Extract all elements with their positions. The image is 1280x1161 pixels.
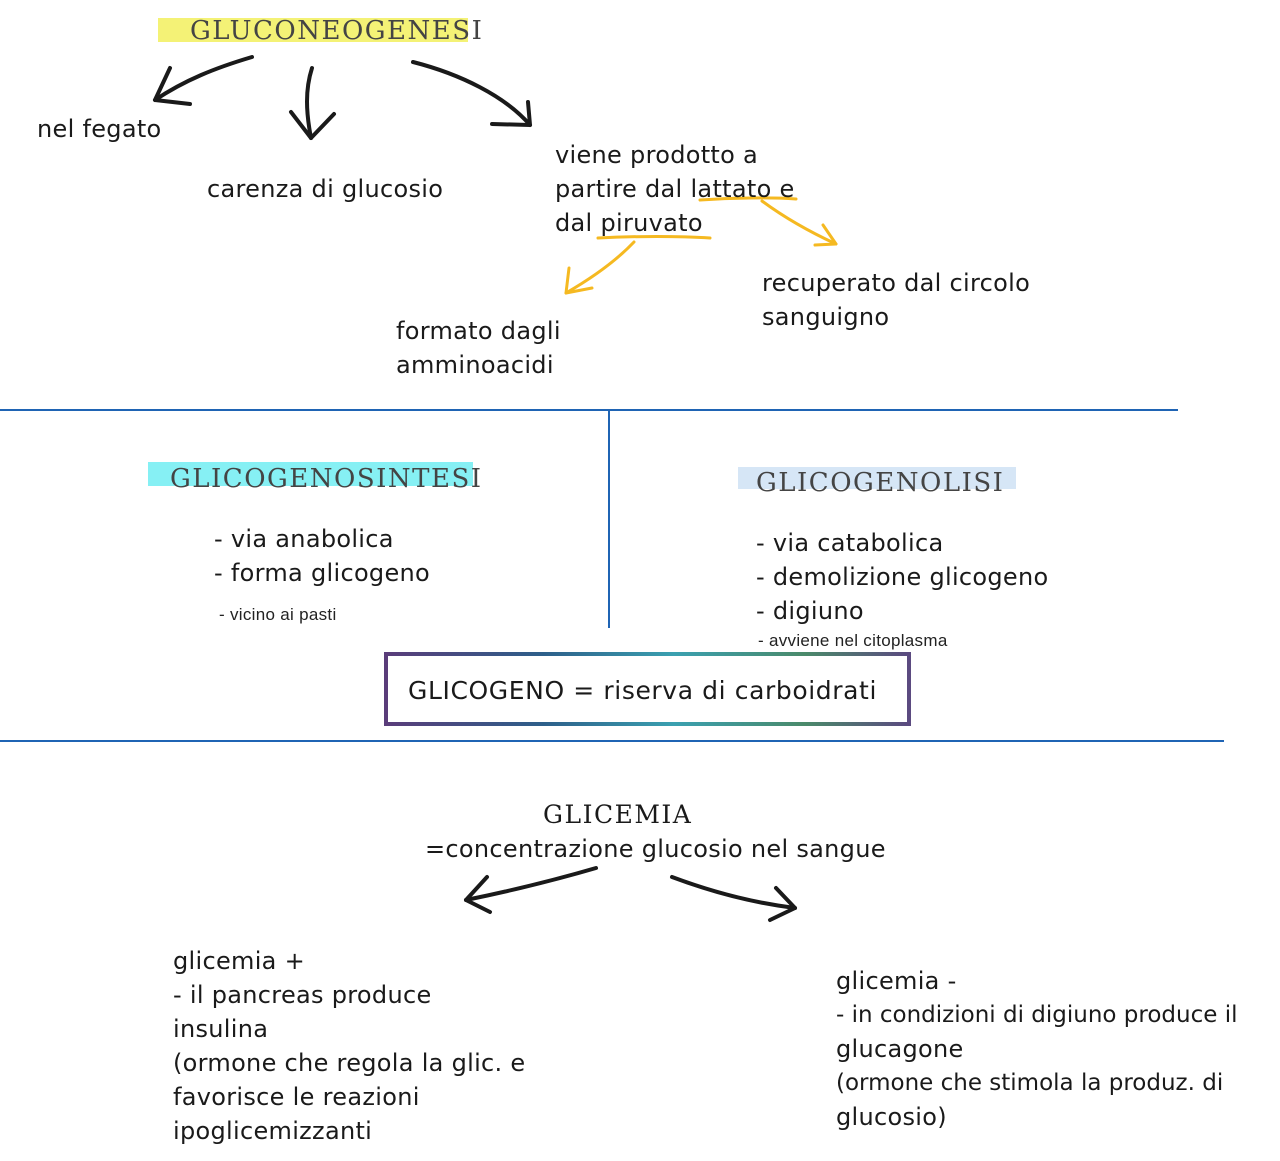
arrow-glycemia-right [670, 875, 797, 922]
lattato-note-line1: recuperato dal circolo [762, 269, 1031, 297]
glycogenolysis-item: - avviene nel citoplasma [758, 631, 948, 650]
title-highlight-yellow [158, 18, 468, 42]
glycemia-low-line: glucosio) [836, 1103, 947, 1131]
glycemia-low-line: glucagone [836, 1035, 964, 1063]
arrow-glycemia-left [464, 866, 598, 914]
gluconeogenesis-source-line1: viene prodotto a [555, 141, 759, 169]
glycogen-definition: GLICOGENO = riserva di carboidrati [408, 676, 877, 705]
underline-lattato [698, 196, 798, 202]
underline-piruvato [596, 235, 712, 240]
glycemia-low-line: glicemia - [836, 967, 957, 995]
glycemia-high-line: favorisce le reazioni [173, 1083, 420, 1111]
gluconeogenesis-title: GLUCONEOGENESI [190, 16, 484, 46]
glycogen-box-border [384, 652, 911, 726]
glycogenolysis-item: - demolizione glicogeno [756, 563, 1049, 591]
gluconeogenesis-location: nel fegato [37, 115, 162, 143]
glycemia-low-line: (ormone che stimola la produz. di [836, 1070, 1224, 1096]
piruvato-note-line2: amminoacidi [396, 351, 554, 379]
title-highlight-blue [738, 467, 1016, 489]
glycogenesis-item: - forma glicogeno [214, 559, 431, 587]
yellow-arrow-left [564, 240, 636, 295]
arrow-down [289, 66, 336, 140]
glycogenolysis-item: - digiuno [756, 597, 864, 625]
glycogenolysis-title: GLICOGENOLISI [756, 468, 1005, 498]
glycogenesis-item: - vicino ai pasti [219, 605, 337, 624]
glycogenesis-title: GLICOGENOSINTESI [170, 464, 483, 494]
glycogenolysis-item: - via catabolica [756, 529, 944, 557]
glycemia-definition: =concentrazione glucosio nel sangue [425, 835, 886, 863]
arrow-to-right [411, 60, 532, 127]
glycemia-high-line: (ormone che regola la glic. e [173, 1049, 526, 1077]
glycemia-title: GLICEMIA [543, 800, 693, 829]
source-text-end: e [771, 175, 795, 203]
gluconeogenesis-source-line2: partire dal lattato e [555, 172, 795, 206]
glycemia-low-line: - in condizioni di digiuno produce il [836, 1002, 1238, 1028]
piruvato-word: piruvato [600, 209, 703, 237]
glycemia-high-line: insulina [173, 1015, 269, 1043]
glycemia-high-line: ipoglicemizzanti [173, 1117, 373, 1145]
source-text: dal [555, 209, 601, 237]
title-highlight-cyan [148, 462, 473, 486]
glycemia-high-line: glicemia + [173, 947, 306, 975]
glycogenesis-item: - via anabolica [214, 525, 394, 553]
source-text: partire dal [555, 175, 691, 203]
gluconeogenesis-source-line3: dal piruvato [555, 206, 703, 240]
glycemia-high-line: - il pancreas produce [173, 981, 432, 1009]
lattato-note-line2: sanguigno [762, 303, 890, 331]
yellow-arrow-right [760, 199, 838, 247]
arrow-to-left [153, 55, 254, 106]
piruvato-note-line1: formato dagli [396, 317, 561, 345]
gluconeogenesis-trigger: carenza di glucosio [207, 175, 444, 203]
lattato-word: lattato [690, 175, 772, 203]
